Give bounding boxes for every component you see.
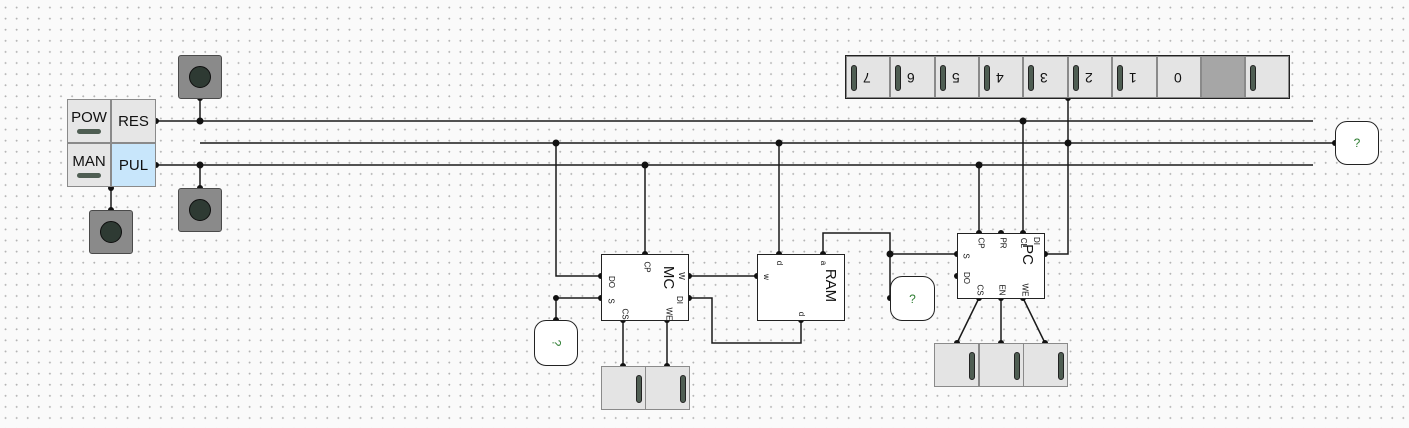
- pul-switch[interactable]: PUL: [111, 143, 156, 187]
- bit-led-icon: [1028, 65, 1034, 91]
- mc-pin-w: W: [676, 272, 686, 280]
- manual-push-button[interactable]: [89, 210, 133, 254]
- bit-cell-4[interactable]: 4: [979, 56, 1023, 98]
- mc-output-led-we[interactable]: [645, 366, 690, 410]
- bit-cell-extra[interactable]: [1245, 56, 1289, 98]
- ram-pin-d-bottom: d: [797, 311, 807, 317]
- bit-cell-3[interactable]: 3: [1023, 56, 1068, 98]
- mc-pin-s: S: [606, 298, 616, 304]
- mc-pin-cs: CS: [620, 308, 630, 320]
- pow-switch[interactable]: POW: [67, 99, 111, 143]
- bit-cell-6[interactable]: 6: [890, 56, 935, 98]
- led-icon: [1014, 352, 1020, 380]
- ram-pin-d-top: d: [775, 260, 785, 266]
- ram-chip[interactable]: RAM a d w d: [757, 254, 845, 321]
- pulse-push-button[interactable]: [178, 188, 222, 232]
- bit-label: 2: [1085, 70, 1093, 86]
- bit-label: 0: [1174, 70, 1182, 86]
- bit-cell-5[interactable]: 5: [935, 56, 979, 98]
- mc-name: MC: [660, 265, 678, 290]
- pc-output-led-cs[interactable]: [934, 343, 979, 387]
- pc-pin-cp: CP: [976, 237, 986, 249]
- bit-led-icon: [1250, 65, 1256, 91]
- bit-led-icon: [984, 65, 990, 91]
- probe-mc-s[interactable]: ?: [534, 320, 578, 366]
- pow-indicator: [77, 128, 101, 134]
- led-icon: [636, 375, 642, 403]
- pc-pin-di: DI: [1032, 237, 1041, 245]
- probe-value: ?: [909, 291, 916, 306]
- pc-pin-en: EN: [997, 284, 1007, 296]
- pc-pin-cl: CL: [1019, 237, 1029, 249]
- reset-push-button[interactable]: [178, 55, 222, 99]
- pc-pin-cs: CS: [975, 284, 985, 296]
- mc-pin-di: DI: [675, 296, 684, 304]
- ram-pin-w: w: [761, 274, 771, 280]
- bit-led-icon: [895, 65, 901, 91]
- res-label: RES: [118, 113, 149, 130]
- pc-output-led-en[interactable]: [979, 343, 1024, 387]
- bit-cell-7[interactable]: 7: [846, 56, 890, 98]
- mc-pin-we: WE: [664, 307, 674, 321]
- bit-led-icon: [851, 65, 857, 91]
- led-icon: [680, 375, 686, 403]
- bit-display: [845, 55, 1290, 99]
- bit-label: 7: [863, 70, 871, 86]
- pow-label: POW: [71, 108, 107, 126]
- pul-label: PUL: [118, 157, 149, 174]
- pc-pin-we: WE: [1020, 283, 1030, 297]
- bit-led-icon: [1117, 65, 1123, 91]
- probe-value: ?: [1353, 136, 1361, 150]
- led-icon: [1058, 352, 1064, 380]
- bit-label: 5: [952, 70, 960, 86]
- led-icon: [969, 352, 975, 380]
- bit-cell-2[interactable]: 2: [1068, 56, 1112, 98]
- mc-output-led-cs[interactable]: [601, 366, 646, 410]
- mc-pin-cp: CP: [642, 261, 652, 273]
- pc-pin-pr: PR: [998, 237, 1008, 249]
- probe-ram-address[interactable]: ?: [890, 276, 935, 321]
- bit-led-icon: [940, 65, 946, 91]
- pc-output-led-we[interactable]: [1023, 343, 1068, 387]
- probe-right[interactable]: ?: [1335, 121, 1379, 165]
- man-label: MAN: [72, 152, 106, 170]
- bit-cell-0[interactable]: 0: [1157, 56, 1201, 98]
- bit-label: 3: [1040, 70, 1048, 86]
- bit-led-icon: [1073, 65, 1079, 91]
- bit-cell-1[interactable]: 1: [1112, 56, 1157, 98]
- pc-chip[interactable]: PC CP PR CL DI S DO CS EN WE: [957, 233, 1045, 299]
- man-indicator: [77, 172, 101, 178]
- bit-label: 4: [996, 70, 1004, 86]
- pc-pin-do: DO: [962, 272, 971, 284]
- bit-label: 6: [907, 70, 915, 86]
- pc-pin-s: S: [961, 253, 971, 259]
- bit-cell-blank: [1201, 56, 1245, 98]
- probe-value: ?: [549, 339, 563, 347]
- bit-label: 1: [1129, 70, 1137, 86]
- ram-name: RAM: [822, 268, 840, 303]
- res-switch[interactable]: RES: [111, 99, 156, 143]
- man-switch[interactable]: MAN: [67, 143, 111, 187]
- ram-pin-a: a: [819, 260, 829, 266]
- mc-chip[interactable]: MC DO S CP W DI CS WE: [601, 254, 689, 321]
- mc-pin-do: DO: [607, 276, 616, 288]
